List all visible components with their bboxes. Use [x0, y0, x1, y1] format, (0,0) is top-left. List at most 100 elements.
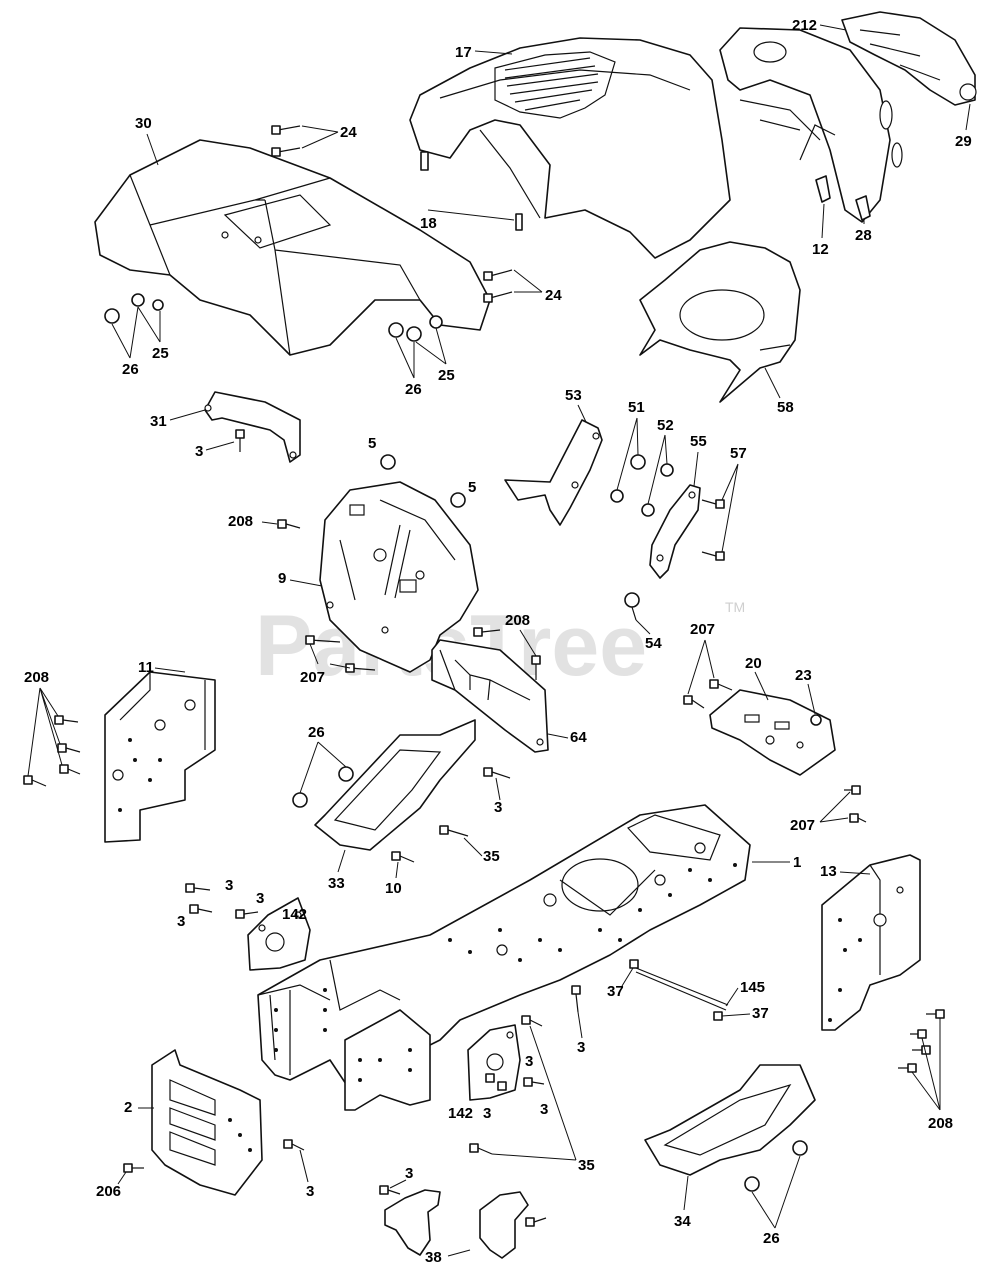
callout-52: 52	[647, 417, 674, 505]
bolts-208-right[interactable]	[898, 1009, 945, 1073]
part-53-bracket[interactable]	[504, 419, 603, 526]
callout-13: 13	[820, 863, 871, 880]
hardware-51[interactable]	[610, 454, 646, 503]
callout-3-bracket: 3	[195, 441, 235, 460]
callout-64: 64	[547, 729, 587, 746]
bolt-3-footrest[interactable]	[483, 767, 511, 779]
nut-5-right[interactable]	[450, 492, 466, 508]
bolts-3-lower[interactable]	[485, 1015, 545, 1091]
nut-5-left[interactable]	[380, 454, 396, 470]
bolts-57[interactable]	[701, 499, 725, 561]
callout-label-3-bracket: 3	[195, 443, 203, 460]
part-54-knob[interactable]	[624, 592, 640, 621]
part-12-latch[interactable]	[815, 175, 831, 203]
callout-label-5-left: 5	[368, 435, 376, 452]
callout-51: 51	[616, 399, 645, 491]
callout-26-middle: 26	[299, 724, 347, 794]
part-142-upper[interactable]	[247, 897, 311, 971]
bolt-10[interactable]	[391, 851, 415, 863]
callout-label-13: 13	[820, 863, 837, 880]
callout-label-3-lower-a: 3	[525, 1053, 533, 1070]
callout-55: 55	[690, 433, 707, 487]
callout-208-center: 208	[505, 612, 537, 657]
bolt-35-upper[interactable]	[439, 825, 469, 837]
callout-label-26-lower: 26	[763, 1230, 780, 1247]
part-31-bracket[interactable]	[204, 391, 301, 463]
callout-25-left: 25	[137, 306, 169, 362]
part-58-shield[interactable]	[639, 241, 801, 403]
callout-label-207-dash: 207	[300, 669, 325, 686]
callout-207-upper-right: 207	[687, 621, 715, 695]
watermark-trademark: TM	[725, 599, 745, 615]
callout-label-26-center: 26	[405, 381, 422, 398]
part-2-plate[interactable]	[151, 1049, 263, 1196]
frame-left-plates[interactable]	[344, 1009, 431, 1111]
callout-34: 34	[674, 1175, 691, 1230]
part-18-clip[interactable]	[420, 151, 523, 231]
bolt-208-dash[interactable]	[277, 519, 301, 529]
bolts-207-lower-right[interactable]	[844, 785, 867, 823]
callout-207-dash: 207	[300, 643, 351, 686]
part-29-nosepiece[interactable]	[841, 11, 977, 106]
callout-label-52: 52	[657, 417, 674, 434]
callout-145: 145	[725, 979, 765, 1007]
nuts-26-lower[interactable]	[744, 1140, 808, 1192]
bolt-206[interactable]	[123, 1163, 144, 1173]
callout-label-37-upper: 37	[607, 983, 624, 1000]
callout-label-3-brackets: 3	[405, 1165, 413, 1182]
callout-label-212: 212	[792, 17, 817, 34]
part-28-bumper[interactable]	[855, 195, 871, 221]
hardware-52[interactable]	[641, 463, 674, 517]
callout-label-1: 1	[793, 854, 801, 871]
part-33-footrest[interactable]	[314, 719, 476, 851]
callout-label-208-right: 208	[928, 1115, 953, 1132]
callout-142-lower: 142	[448, 1105, 473, 1122]
part-34-footrest[interactable]	[644, 1064, 816, 1176]
part-30-fender[interactable]	[94, 139, 491, 356]
callout-label-54: 54	[645, 635, 662, 652]
rod-145[interactable]	[629, 959, 729, 1021]
hardware-26-25-center[interactable]	[388, 315, 443, 342]
bolts-3-brackets[interactable]	[379, 1185, 547, 1227]
part-38-brackets[interactable]	[384, 1189, 529, 1259]
callout-label-58: 58	[777, 399, 794, 416]
part-142-lower[interactable]	[467, 1024, 521, 1101]
bolt-3-lower-left[interactable]	[283, 1139, 305, 1151]
bolt-35-lower[interactable]	[469, 1143, 493, 1155]
callout-10: 10	[385, 861, 402, 897]
callout-2: 2	[124, 1099, 154, 1116]
callout-label-5-right: 5	[468, 479, 476, 496]
bolt-3-bracket[interactable]	[235, 429, 245, 452]
bolt-24-pair-lower[interactable]	[483, 269, 513, 303]
bolts-207-upper-right[interactable]	[683, 679, 733, 709]
bolts-208-left[interactable]	[23, 715, 81, 787]
callout-5-right: 5	[468, 479, 476, 496]
part-55-bracket[interactable]	[649, 484, 701, 579]
bolt-24-pair-upper[interactable]	[271, 125, 301, 157]
callout-label-24-lower: 24	[545, 287, 562, 304]
callout-5-left: 5	[368, 435, 376, 452]
nut-23[interactable]	[810, 714, 822, 726]
callout-207-lower-right: 207	[790, 791, 851, 834]
callout-3-under-frame: 3	[577, 1011, 585, 1056]
callout-38: 38	[425, 1249, 471, 1266]
part-20-plate[interactable]	[709, 689, 836, 776]
callout-3-upper-a: 3	[225, 877, 233, 894]
part-13-side-plate[interactable]	[821, 854, 921, 1031]
bolt-3-under-frame[interactable]	[571, 985, 581, 1013]
part-64-console[interactable]	[431, 639, 549, 753]
callout-label-29: 29	[955, 133, 972, 150]
part-9-dash-panel[interactable]	[319, 481, 479, 673]
part-212-grille[interactable]	[719, 27, 903, 223]
part-1-frame[interactable]	[257, 804, 751, 1091]
part-17-hood[interactable]	[409, 37, 731, 259]
callout-label-145: 145	[740, 979, 765, 996]
part-11-side-plate[interactable]	[104, 671, 216, 843]
callout-label-23: 23	[795, 667, 812, 684]
bolts-3-upper-left[interactable]	[185, 883, 259, 919]
bolt-208-center[interactable]	[473, 627, 541, 680]
hardware-26-25-left[interactable]	[104, 293, 164, 324]
callout-26-left: 26	[111, 306, 139, 378]
callout-25-center: 25	[415, 327, 455, 384]
callout-label-206: 206	[96, 1183, 121, 1200]
